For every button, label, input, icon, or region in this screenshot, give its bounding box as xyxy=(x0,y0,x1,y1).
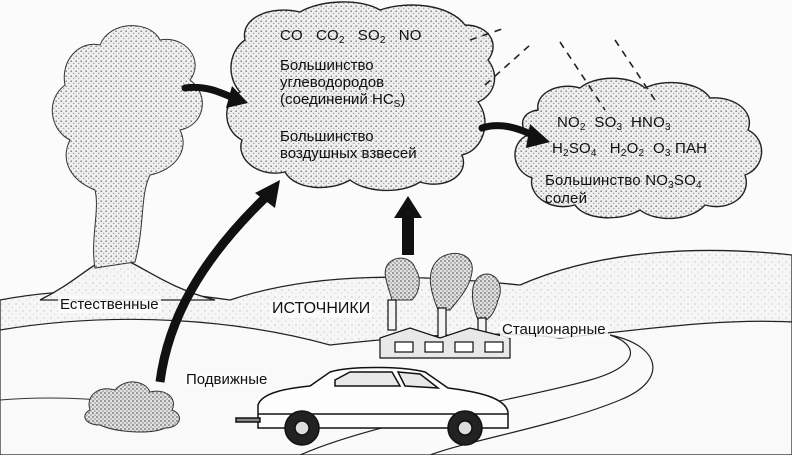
formula-h2so4: H2SO4 xyxy=(552,140,597,159)
formula-so4: SO4 xyxy=(673,172,702,191)
dash-line-2 xyxy=(484,44,531,86)
formula-co: CO xyxy=(280,27,303,44)
arrow-volcano-head xyxy=(226,86,248,108)
salts-word: Большинство xyxy=(545,172,641,189)
car-exhaust-cloud xyxy=(84,381,180,433)
formula-no3: NO3 xyxy=(645,172,674,191)
aerosols-text: Большинство воздушных взвесей xyxy=(280,128,417,162)
volcano-smoke xyxy=(51,25,203,269)
secondary-row-1: NO2 SO3 HNO3 xyxy=(557,114,671,133)
factory-smoke-1 xyxy=(384,257,420,301)
formula-hno3: HNO3 xyxy=(631,114,671,133)
factory-smoke-2 xyxy=(429,253,473,311)
primary-formula-row: CO CO2 SO2 NO xyxy=(280,27,422,46)
formula-o3: O3 xyxy=(652,140,671,159)
arrow-stationary-head xyxy=(394,196,422,218)
factory xyxy=(379,299,511,359)
formula-co2: CO2 xyxy=(316,27,345,46)
secondary-cloud-shape xyxy=(514,77,763,220)
formula-pan: ПАН xyxy=(674,140,708,157)
arrow-secondary-head xyxy=(526,124,550,148)
label-natural: Естественные xyxy=(58,296,161,313)
hydrocarbons-line-3: (соединений HCS) xyxy=(280,91,406,110)
formula-h2o2: H2O2 xyxy=(609,140,645,159)
secondary-row-2: H2SO4 H2O2 O3 ПАН xyxy=(552,140,708,159)
label-sources: ИСТОЧНИКИ xyxy=(270,300,373,318)
arrow-mobile-head xyxy=(255,180,280,208)
label-stationary: Стационарные xyxy=(500,321,608,338)
hydrocarbons-line-2: углеводородов xyxy=(280,74,385,91)
hydrocarbons-line-1: Большинство xyxy=(280,57,374,74)
formula-so2: SO2 xyxy=(357,27,386,46)
car xyxy=(235,366,509,446)
arrow-mobile-to-cloud xyxy=(155,191,272,383)
aerosols-line-1: Большинство xyxy=(280,128,374,145)
dash-line-3 xyxy=(559,41,606,111)
salts-row: Большинство NO3SO4 xyxy=(545,172,702,191)
hydrocarbons-text: Большинство углеводородов (соединений HC… xyxy=(280,57,406,110)
aerosols-line-2: воздушных взвесей xyxy=(280,145,417,162)
formula-no: NO xyxy=(398,27,422,44)
primary-cloud-shape xyxy=(226,1,496,192)
factory-smoke-3 xyxy=(472,273,501,321)
label-mobile: Подвижные xyxy=(184,371,270,388)
salts-line-2: солей xyxy=(545,190,588,207)
formula-no2: NO2 xyxy=(557,114,586,133)
dash-line-1 xyxy=(469,27,506,41)
formula-so3: SO3 xyxy=(594,114,623,133)
